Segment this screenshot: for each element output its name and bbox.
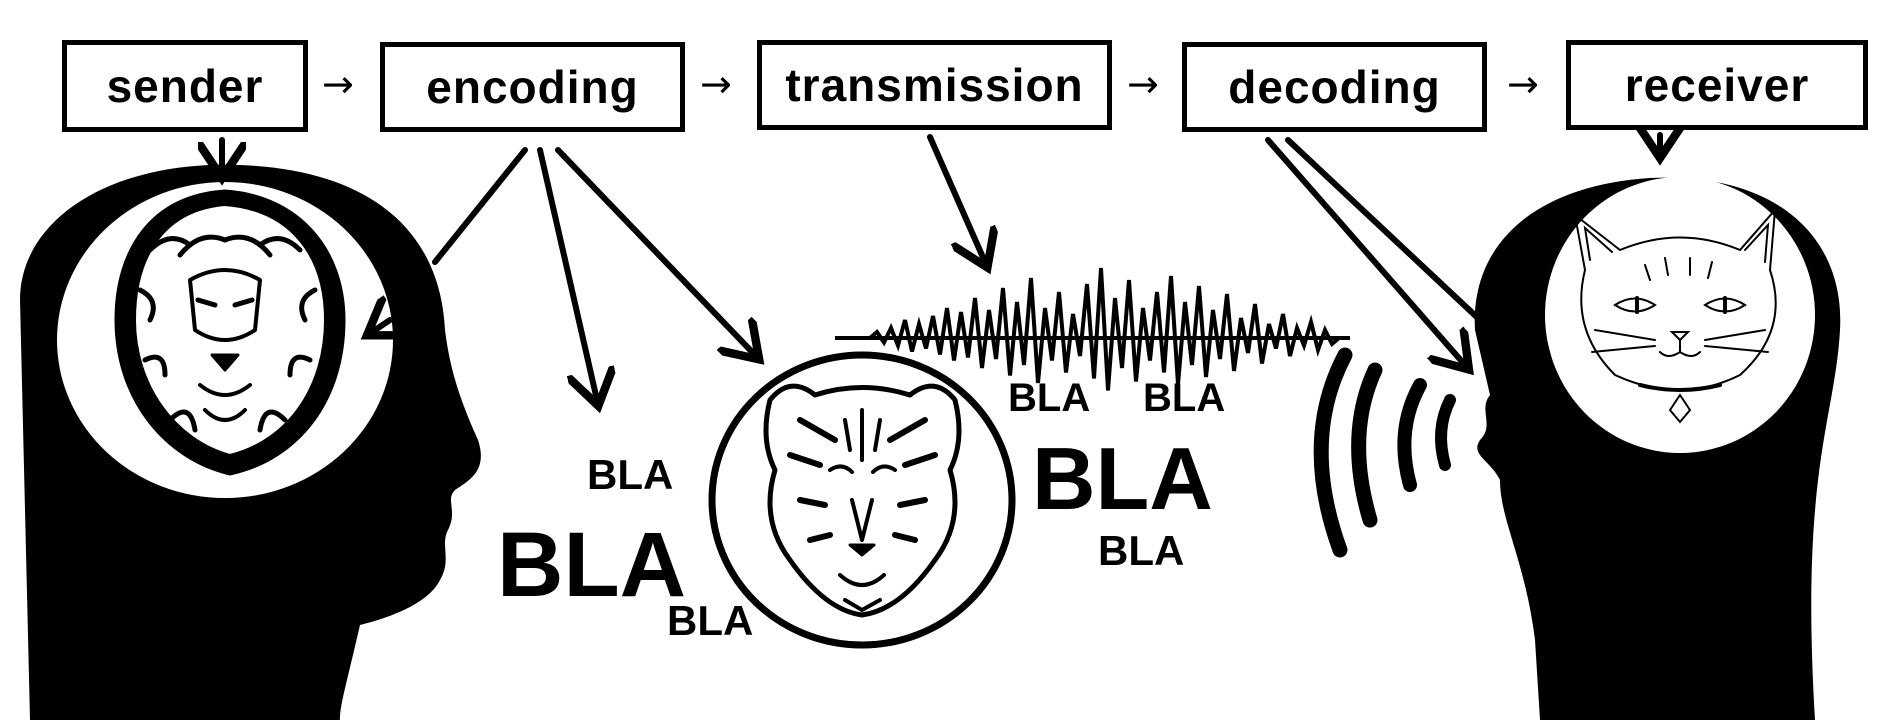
decoding-to-head-line xyxy=(1285,137,1483,323)
encoding-to-head-line xyxy=(432,147,528,265)
bla-word-6: BLA xyxy=(1032,429,1213,528)
sound-arcs-icon xyxy=(1313,347,1456,558)
tiger-icon xyxy=(708,351,1016,649)
transmission-label: transmission xyxy=(785,59,1084,111)
connector-arrows xyxy=(222,135,1660,400)
receiver-head-icon xyxy=(1474,177,1841,720)
lion-pointer-arrow xyxy=(372,320,390,332)
bla-word-5: BLA xyxy=(1143,376,1226,420)
encoding-to-tiger-arrow xyxy=(555,147,755,355)
sender-box: sender xyxy=(62,40,308,132)
decoding-box: decoding xyxy=(1182,42,1487,132)
decoding-label: decoding xyxy=(1228,61,1441,113)
bla-word-2: BLA xyxy=(497,514,687,616)
receiver-label: receiver xyxy=(1624,59,1810,111)
bla-word-1: BLA xyxy=(587,451,674,498)
decoding-to-sound-arrow xyxy=(1265,137,1465,365)
flow-arrow-2: → xyxy=(700,62,732,106)
flow-arrow-1: → xyxy=(322,62,354,106)
encoding-label: encoding xyxy=(426,61,639,113)
bla-word-4: BLA xyxy=(1008,376,1091,420)
transmission-box: transmission xyxy=(757,40,1112,130)
transmission-to-wave-arrow xyxy=(927,134,985,262)
sound-wave-icon xyxy=(835,267,1350,391)
cat-icon xyxy=(1573,207,1777,424)
flow-arrow-3: → xyxy=(1127,62,1159,106)
sender-label: sender xyxy=(106,60,264,112)
flow-arrow-4: → xyxy=(1507,62,1539,106)
cat-pointer-arrow xyxy=(1515,345,1548,375)
encoding-to-bla-arrow xyxy=(537,147,597,400)
bla-word-3: BLA xyxy=(667,597,754,644)
lion-icon xyxy=(114,189,346,476)
bla-word-7: BLA xyxy=(1098,527,1185,574)
encoding-box: encoding xyxy=(380,42,685,132)
receiver-box: receiver xyxy=(1566,40,1868,130)
